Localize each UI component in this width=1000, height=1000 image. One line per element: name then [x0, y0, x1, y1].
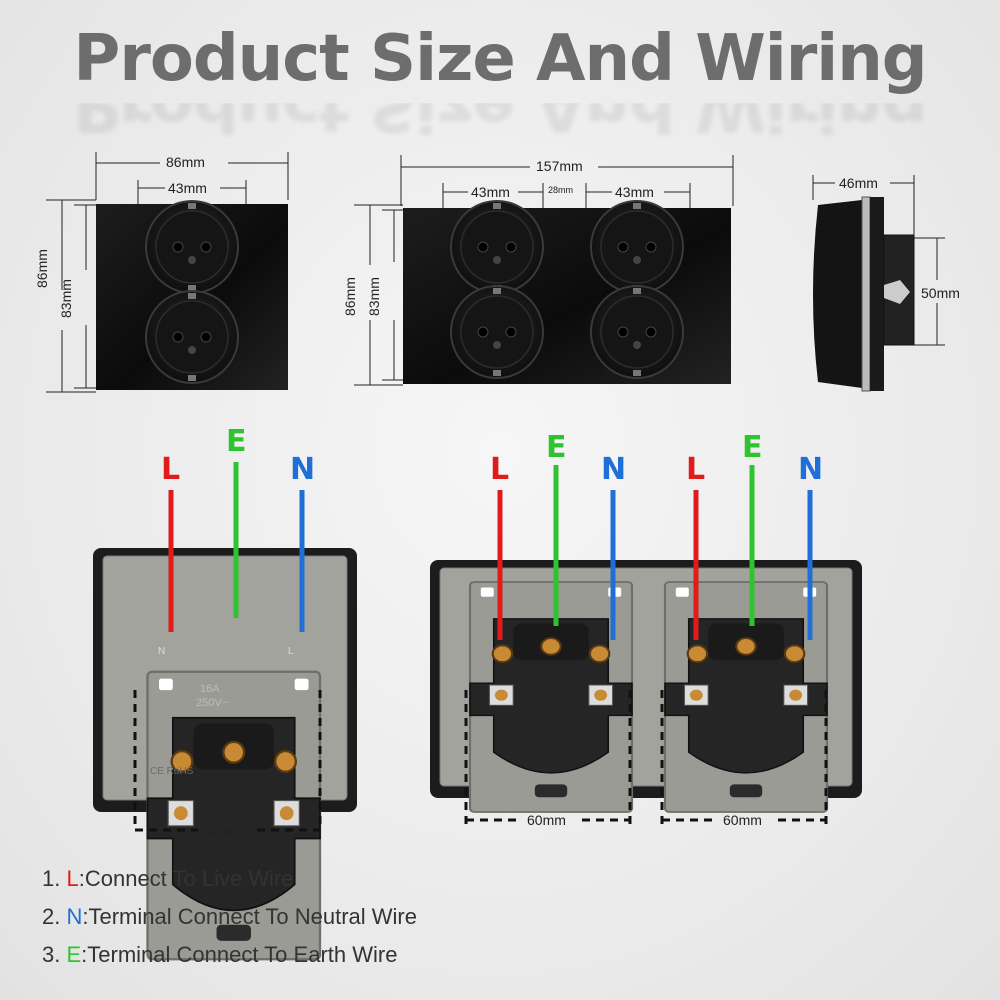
label-neutral-double-2: N — [798, 452, 824, 487]
marking-cert: CE RoHS — [150, 766, 194, 777]
dim-double-height: 86mm — [342, 277, 358, 316]
single-outlet-top — [145, 200, 239, 294]
legend-num: 3. — [42, 942, 61, 967]
dim-double-width: 157mm — [536, 158, 583, 174]
label-live-single: L — [161, 452, 181, 487]
label-neutral-single: N — [290, 452, 316, 487]
dim-side-depth: 46mm — [839, 175, 878, 191]
double-outlet-1-top — [450, 200, 544, 294]
dim-single-width: 86mm — [166, 154, 205, 170]
dim-side-height: 50mm — [921, 285, 960, 301]
double-outlet-2-bottom — [590, 285, 684, 379]
legend-key: N — [66, 904, 83, 929]
label-neutral-double-1: N — [601, 452, 627, 487]
legend-key: E — [66, 942, 82, 967]
dim-double-inner-height: 83mm — [366, 277, 382, 316]
legend-item-live: 1. L:Connect To Live Wire — [42, 866, 294, 892]
double-mechanism-1 — [468, 580, 634, 814]
marking-terminal-n: N — [158, 646, 166, 657]
label-earth-single: E — [226, 424, 247, 459]
label-live-double-2: L — [686, 452, 706, 487]
legend-text: :Connect To Live Wire — [78, 866, 294, 891]
side-view — [813, 196, 915, 392]
single-outlet-bottom — [145, 290, 239, 384]
double-outlet-2-top — [590, 200, 684, 294]
dim-single-socket: 43mm — [168, 180, 207, 196]
double-mechanism-2 — [663, 580, 829, 814]
dim-mount-double-1: 60mm — [527, 812, 566, 828]
label-earth-double-1: E — [546, 430, 567, 465]
dim-mount-single: 60mm — [203, 822, 242, 838]
dim-double-gap: 28mm — [548, 185, 574, 195]
double-outlet-1-bottom — [450, 285, 544, 379]
dim-double-socket-left: 43mm — [471, 184, 510, 200]
label-earth-double-2: E — [742, 430, 763, 465]
dim-single-height: 86mm — [34, 249, 50, 288]
legend-item-neutral: 2. N:Terminal Connect To Neutral Wire — [42, 904, 417, 930]
legend-text: :Terminal Connect To Earth Wire — [81, 942, 398, 967]
page-title: Product Size And Wiring — [73, 22, 927, 96]
legend-num: 2. — [42, 904, 61, 929]
dim-mount-double-2: 60mm — [723, 812, 762, 828]
legend-key: L — [66, 866, 79, 891]
marking-voltage: 250V~ — [196, 697, 229, 709]
label-live-double-1: L — [490, 452, 510, 487]
legend-num: 1. — [42, 866, 61, 891]
legend-text: :Terminal Connect To Neutral Wire — [82, 904, 417, 929]
dim-double-socket-right: 43mm — [615, 184, 654, 200]
marking-rating: 16A — [200, 683, 220, 695]
legend-item-earth: 3. E:Terminal Connect To Earth Wire — [42, 942, 397, 968]
dim-single-inner-height: 83mm — [58, 279, 74, 318]
marking-terminal-l: L — [288, 646, 294, 657]
